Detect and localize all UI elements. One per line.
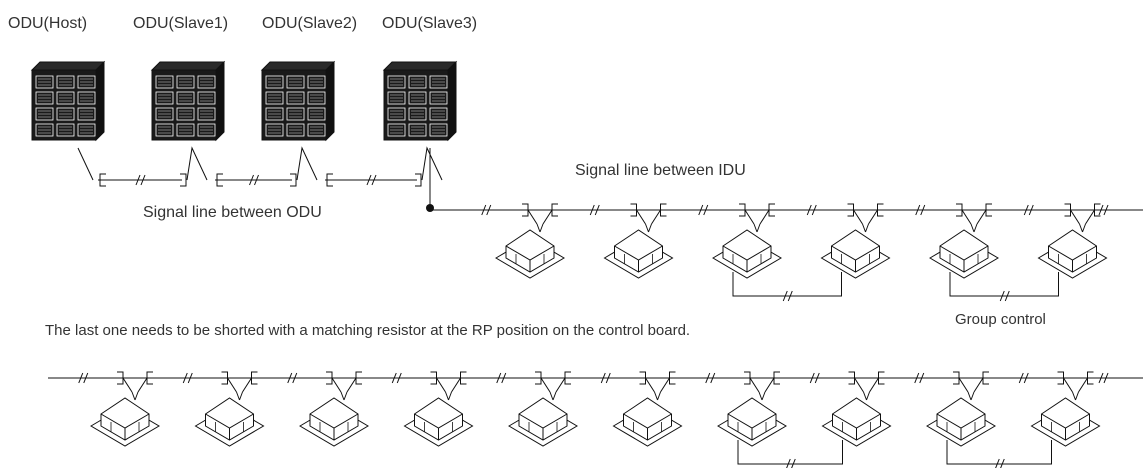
matching-resistor-note: The last one needs to be shorted with a … (45, 322, 690, 339)
idu-unit-icon (90, 397, 160, 447)
idu-unit-icon (194, 397, 265, 447)
idu-unit-icon (1030, 397, 1101, 447)
idu-unit-icon (929, 229, 999, 279)
odu-slave1-label: ODU(Slave1) (133, 15, 228, 32)
idu-unit-icon (717, 397, 787, 447)
group-control-line (949, 272, 1059, 302)
odu-unit-icon (382, 60, 458, 142)
odu-host-label: ODU(Host) (8, 15, 87, 32)
idu-unit-icon (508, 397, 578, 447)
idu-signal-line (48, 371, 1143, 401)
idu-unit-icon (1037, 229, 1108, 279)
odu-unit-icon (30, 60, 106, 142)
odu-slave3-label: ODU(Slave3) (382, 15, 477, 32)
junction-dot (426, 204, 434, 212)
idu-signal-line (430, 203, 1143, 233)
odu-slave2-label: ODU(Slave2) (262, 15, 357, 32)
odu-signal-line (77, 146, 443, 212)
idu-unit-icon (403, 397, 474, 447)
idu-unit-icon (603, 229, 674, 279)
group-control-line (732, 272, 842, 302)
idu-unit-icon (495, 229, 565, 279)
group-control-label: Group control (955, 311, 1046, 328)
group-control-line (737, 440, 843, 468)
idu-signal-line-label: Signal line between IDU (575, 162, 746, 179)
odu-signal-line-label: Signal line between ODU (143, 204, 322, 221)
idu-unit-icon (821, 397, 892, 447)
group-control-line (946, 440, 1052, 468)
idu-unit-icon (612, 397, 683, 447)
odu-unit-icon (260, 60, 336, 142)
idu-unit-icon (299, 397, 369, 447)
idu-unit-icon (926, 397, 996, 447)
odu-unit-icon (150, 60, 226, 142)
idu-unit-icon (712, 229, 782, 279)
idu-unit-icon (820, 229, 891, 279)
